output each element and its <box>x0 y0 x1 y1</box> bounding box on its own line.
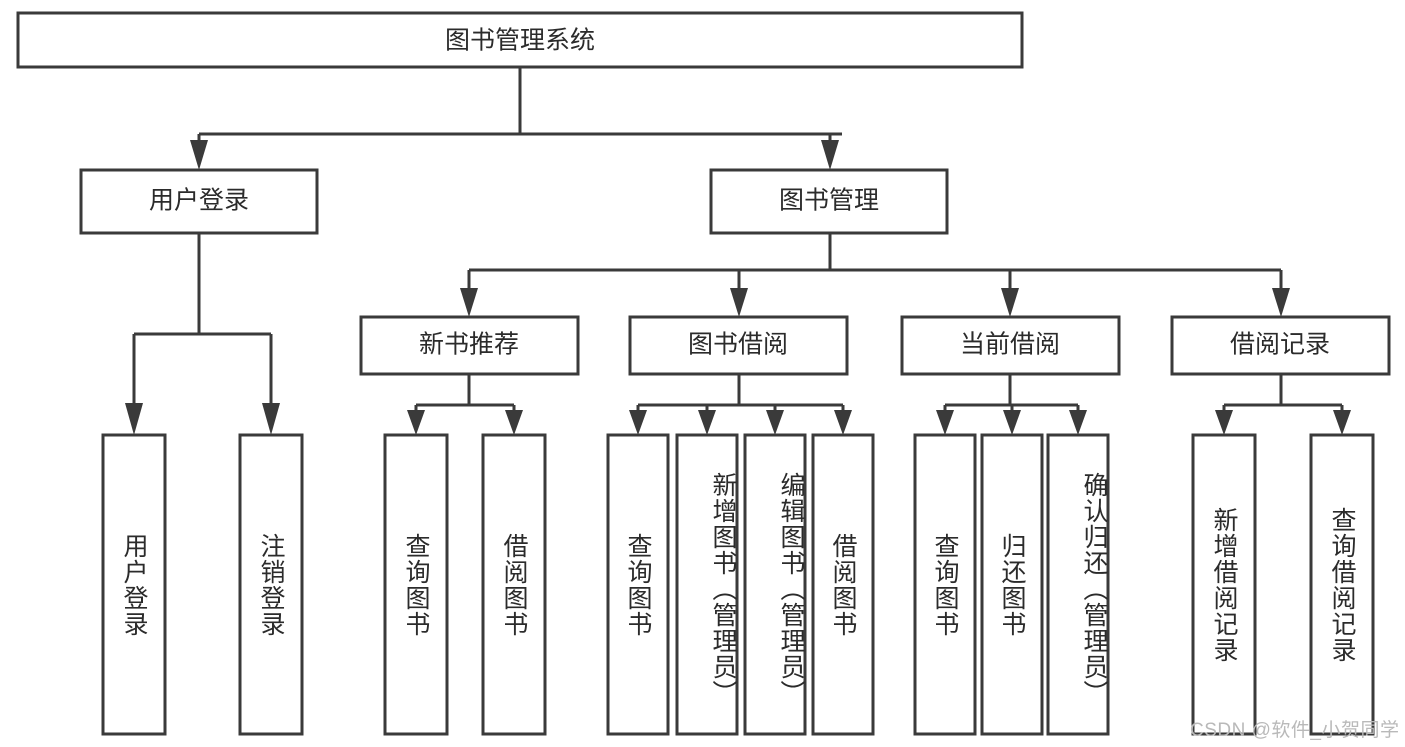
arrow-head-user-login <box>190 140 208 170</box>
arrow-head-leaf-borrow-book-1 <box>505 410 523 435</box>
arrow-head-leaf-query-book-2 <box>629 410 647 435</box>
arrow-head-leaf-query-borrow-record <box>1333 410 1351 435</box>
leaf-rects <box>101 433 1375 736</box>
node-leaf-borrow-book-2-rect[interactable] <box>811 433 875 736</box>
node-book-manage[interactable]: 图书管理 <box>709 168 949 235</box>
node-current-borrow-rect[interactable] <box>900 315 1121 376</box>
connector-group-borrow-record <box>1215 374 1351 435</box>
arrow-head-new-book-recommend <box>460 288 478 317</box>
node-borrow-record-rect[interactable] <box>1170 315 1391 376</box>
node-book-borrow[interactable]: 图书借阅 <box>628 315 849 376</box>
arrow-head-leaf-return-book <box>1003 410 1021 435</box>
connector-group-book-manage <box>460 233 1290 317</box>
arrow-head-leaf-query-book-1 <box>407 410 425 435</box>
arrow-head-leaf-add-borrow-record <box>1215 410 1233 435</box>
arrow-head-leaf-borrow-book-2 <box>834 410 852 435</box>
connector-group-new-book-recommend <box>407 374 523 435</box>
node-leaf-query-book-2-rect[interactable] <box>606 433 670 736</box>
connector-group-user-login <box>125 233 280 435</box>
node-leaf-query-borrow-record-rect[interactable] <box>1309 433 1375 736</box>
node-new-book-recommend[interactable]: 新书推荐 <box>359 315 580 376</box>
node-book-borrow-rect[interactable] <box>628 315 849 376</box>
node-leaf-confirm-return-rect[interactable] <box>1046 433 1110 736</box>
arrow-head-leaf-add-book <box>698 410 716 435</box>
node-current-borrow-label: 当前借阅 <box>960 331 1060 359</box>
node-new-book-recommend-rect[interactable] <box>359 315 580 376</box>
node-leaf-edit-book-rect[interactable] <box>743 433 807 736</box>
connector-group-current-borrow <box>936 374 1087 435</box>
node-borrow-record-label: 借阅记录 <box>1230 331 1330 359</box>
node-root-rect[interactable] <box>16 11 1024 69</box>
node-user-login-rect[interactable] <box>79 168 319 235</box>
connector-group-root <box>190 67 842 170</box>
connector-group-book-borrow <box>629 374 852 435</box>
node-book-borrow-label: 图书借阅 <box>688 331 788 359</box>
arrow-head-current-borrow <box>1001 288 1019 317</box>
node-user-login-label: 用户登录 <box>149 187 249 215</box>
node-user-login[interactable]: 用户登录 <box>79 168 319 235</box>
node-borrow-record[interactable]: 借阅记录 <box>1170 315 1391 376</box>
arrow-head-leaf-edit-book <box>766 410 784 435</box>
arrow-head-leaf-logout-login <box>262 403 280 435</box>
arrow-head-book-manage <box>821 140 839 170</box>
arrow-head-leaf-confirm-return <box>1069 410 1087 435</box>
node-book-manage-label: 图书管理 <box>779 187 879 215</box>
node-root[interactable]: 图书管理系统 <box>16 11 1024 69</box>
node-leaf-add-book-rect[interactable] <box>675 433 739 736</box>
arrow-head-leaf-query-book-3 <box>936 410 954 435</box>
node-leaf-query-book-1-rect[interactable] <box>383 433 449 736</box>
node-book-manage-rect[interactable] <box>709 168 949 235</box>
watermark-text: CSDN @软件_小贺同学 <box>1190 720 1400 741</box>
arrow-head-book-borrow <box>730 288 748 317</box>
arrow-head-leaf-user-login <box>125 403 143 435</box>
node-leaf-borrow-book-1-rect[interactable] <box>481 433 547 736</box>
node-leaf-query-book-3-rect[interactable] <box>913 433 977 736</box>
node-leaf-logout-login-rect[interactable] <box>238 433 304 736</box>
node-new-book-recommend-label: 新书推荐 <box>419 331 519 359</box>
arrow-head-borrow-record <box>1272 288 1290 317</box>
node-leaf-add-borrow-record-rect[interactable] <box>1191 433 1257 736</box>
node-root-label: 图书管理系统 <box>445 27 595 55</box>
node-leaf-return-book-rect[interactable] <box>980 433 1044 736</box>
node-leaf-user-login-rect[interactable] <box>101 433 167 736</box>
node-current-borrow[interactable]: 当前借阅 <box>900 315 1121 376</box>
